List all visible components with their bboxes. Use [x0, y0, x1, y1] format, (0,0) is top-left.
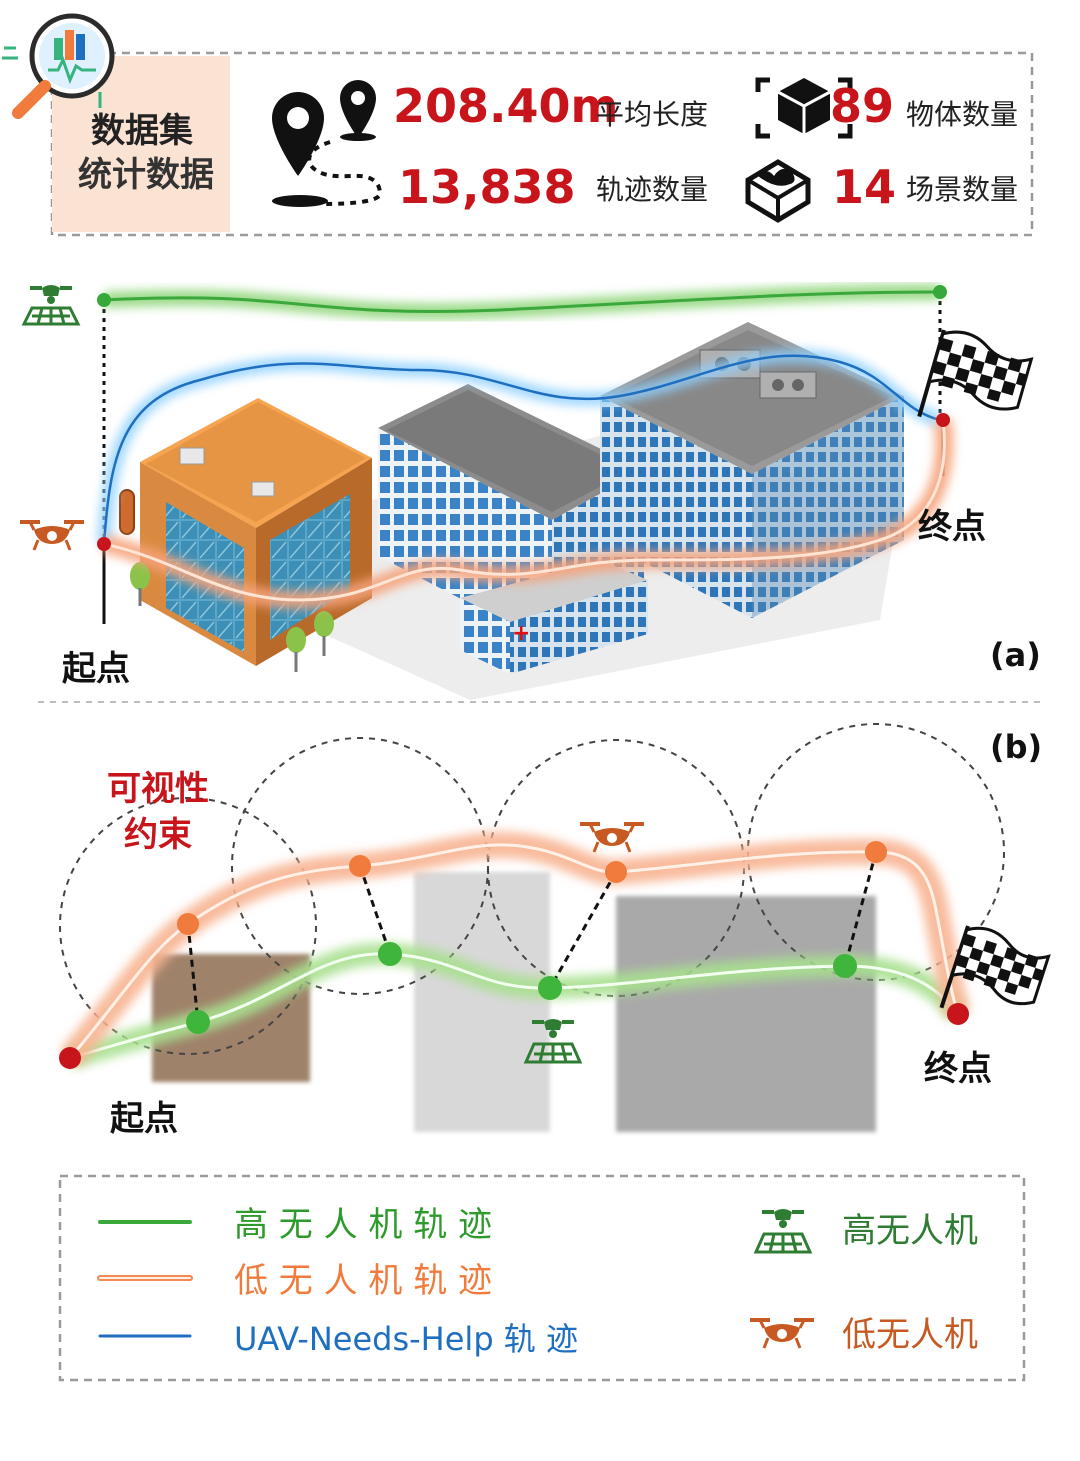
- block-dark: [616, 896, 876, 1132]
- block-light: [414, 872, 550, 1132]
- stats-title-line2: 统计数据: [78, 155, 214, 195]
- low-uav-icon: [580, 822, 644, 853]
- checkered-flag-icon: [917, 329, 1034, 418]
- legend-help-traj-label: UAV-Needs-Help 轨 迹: [234, 1320, 578, 1358]
- high-uav-icon: [753, 1209, 813, 1254]
- high-uav-icon: [523, 1019, 583, 1064]
- avg-length-value: 208.40m: [393, 79, 618, 133]
- start-label-a: 起点: [62, 649, 130, 689]
- end-label-b: 终点: [924, 1049, 992, 1089]
- end-node-b: [947, 1003, 969, 1025]
- building-brown: [119, 398, 372, 666]
- magnifier-chart-icon: [2, 13, 115, 119]
- stats-panel: 数据集 统计数据 208.40m 平均长度 13,838: [2, 13, 1034, 237]
- scene-box-icon: [745, 159, 811, 223]
- object-count-value: 89: [830, 79, 894, 133]
- traj-count-value: 13,838: [398, 160, 576, 214]
- legend-box: [58, 1174, 1026, 1382]
- checkered-flag-icon: [939, 925, 1051, 1009]
- help-trajectory-a: [97, 348, 942, 545]
- high-uav-nodes: [186, 942, 857, 1034]
- traj-count-label: 轨迹数量: [596, 173, 708, 206]
- panel-label-b: (b): [990, 728, 1042, 766]
- low-uav-icon: [20, 520, 84, 551]
- legend-high-traj-label: 高 无 人 机 轨 迹: [234, 1205, 492, 1245]
- panel-label-a: (a): [990, 636, 1041, 674]
- avg-length-label: 平均长度: [596, 98, 708, 131]
- end-label-a: 终点: [918, 507, 986, 547]
- high-uav-trajectory-a: [97, 284, 947, 320]
- svg-text:+: +: [512, 621, 530, 646]
- trees: [130, 562, 334, 672]
- start-node-b: [59, 1047, 81, 1069]
- low-uav-nodes: [177, 841, 887, 935]
- constraint-label-line1: 可视性: [107, 769, 209, 809]
- stats-title-line1: 数据集: [91, 111, 193, 151]
- scene-count-label: 场景数量: [906, 173, 1018, 206]
- legend-low-traj-label: 低 无 人 机 轨 迹: [234, 1261, 492, 1301]
- object-count-label: 物体数量: [906, 98, 1018, 131]
- panel-b: (b): [59, 723, 1051, 1139]
- legend: 高 无 人 机 轨 迹 低 无 人 机 轨 迹 UAV-Needs-Help 轨…: [58, 1174, 1026, 1382]
- start-label-b: 起点: [110, 1099, 178, 1139]
- legend-high-uav-label: 高无人机: [842, 1211, 978, 1251]
- low-uav-icon: [750, 1318, 814, 1349]
- low-uav-trajectory-a: [97, 413, 954, 610]
- panel-a: +: [20, 284, 1041, 700]
- constraint-label-line2: 约束: [124, 815, 192, 855]
- location-pin-icon: [272, 80, 383, 207]
- legend-low-uav-label: 低无人机: [842, 1315, 978, 1355]
- 3d-cube-icon: [755, 77, 853, 139]
- scene-count-value: 14: [832, 160, 896, 214]
- sight-lines: [186, 851, 878, 1023]
- high-uav-icon: [21, 285, 81, 326]
